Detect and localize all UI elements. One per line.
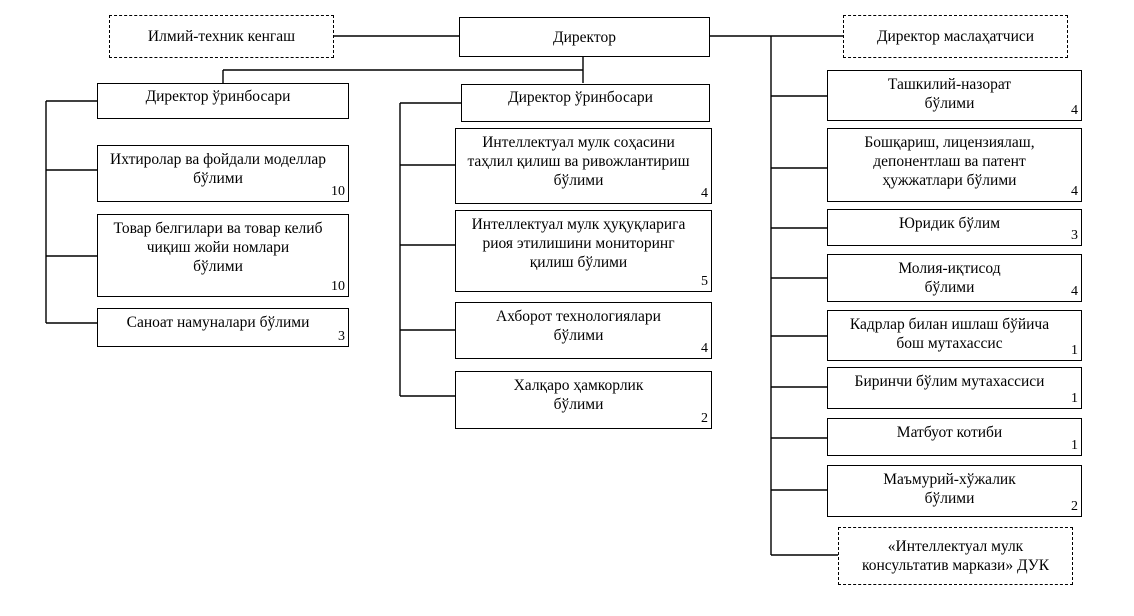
middle-unit-name: Халқаро ҳамкорлик бўлими <box>513 377 644 413</box>
left-unit-box: Товар белгилари ва товар келиб чиқиш жой… <box>97 214 349 297</box>
right-unit-name: Кадрлар билан ишлаш бўйича бош мутахасси… <box>849 316 1050 352</box>
right-unit-count: 1 <box>1071 391 1078 406</box>
middle-unit-box: Интеллектуал мулк соҳасини таҳлил қилиш … <box>455 128 712 204</box>
middle-unit-count: 2 <box>701 411 708 426</box>
middle-unit-count: 4 <box>701 341 708 356</box>
right-unit-box: Биринчи бўлим мутахассиси 1 <box>827 367 1082 409</box>
right-unit-count: 4 <box>1071 284 1078 299</box>
right-unit-count: 4 <box>1071 184 1078 199</box>
director-label: Директор <box>553 28 616 46</box>
right-unit-name: Биринчи бўлим мутахассиси <box>854 373 1045 390</box>
right-unit-name: Маъмурий-хўжалик бўлими <box>883 471 1016 507</box>
middle-unit-name: Ахборот технологиялари бўлими <box>496 308 661 344</box>
right-unit-box: Юридик бўлим 3 <box>827 209 1082 246</box>
middle-unit-name: Интеллектуал мулк ҳуқуқларига риоя этили… <box>471 216 686 271</box>
right-unit-box: Маъмурий-хўжалик бўлими 2 <box>827 465 1082 517</box>
right-unit-box: Матбуот котиби 1 <box>827 418 1082 456</box>
right-unit-name: Молия-иқтисод бўлими <box>898 260 1001 296</box>
right-unit-count: 1 <box>1071 438 1078 453</box>
middle-deputy-label: Директор ўринбосари <box>508 89 653 106</box>
right-unit-name: Ташкилий-назорат бўлими <box>887 76 1012 112</box>
right-unit-name: Матбуот котиби <box>896 424 1003 441</box>
right-unit-box: Ташкилий-назорат бўлими 4 <box>827 70 1082 121</box>
right-unit-count: 4 <box>1071 103 1078 118</box>
left-unit-name: Саноат намуналари бўлими <box>126 314 310 331</box>
middle-unit-box: Интеллектуал мулк ҳуқуқларига риоя этили… <box>455 210 712 292</box>
middle-unit-box: Халқаро ҳамкорлик бўлими 2 <box>455 371 712 429</box>
middle-deputy-box: Директор ўринбосари <box>461 84 710 122</box>
director-box: Директор <box>459 17 710 57</box>
right-unit-box: Бошқариш, лицензиялаш, депонентлаш ва па… <box>827 128 1082 202</box>
science-council-box: Илмий-техник кенгаш <box>109 15 334 58</box>
left-unit-name: Ихтиролар ва фойдали моделлар бўлими <box>110 151 326 187</box>
middle-unit-count: 5 <box>701 274 708 289</box>
science-council-label: Илмий-техник кенгаш <box>147 28 296 45</box>
left-unit-count: 10 <box>331 279 345 294</box>
right-unit-box: Кадрлар билан ишлаш бўйича бош мутахасси… <box>827 310 1082 361</box>
right-unit-count: 1 <box>1071 343 1078 358</box>
middle-unit-count: 4 <box>701 186 708 201</box>
left-unit-count: 3 <box>338 329 345 344</box>
right-unit-name: Юридик бўлим <box>898 215 1001 232</box>
left-unit-box: Саноат намуналари бўлими 3 <box>97 308 349 347</box>
left-unit-name: Товар белгилари ва товар келиб чиқиш жой… <box>113 220 323 275</box>
right-unit-name: Бошқариш, лицензиялаш, депонентлаш ва па… <box>864 134 1035 189</box>
left-deputy-box: Директор ўринбосари <box>97 83 349 119</box>
right-unit-box: Молия-иқтисод бўлими 4 <box>827 254 1082 302</box>
left-unit-box: Ихтиролар ва фойдали моделлар бўлими 10 <box>97 145 349 202</box>
advisor-label: Директор маслаҳатчиси <box>876 28 1035 45</box>
consulting-center-box: «Интеллектуал мулк консультатив маркази»… <box>838 527 1073 585</box>
left-deputy-label: Директор ўринбосари <box>145 88 291 105</box>
advisor-box: Директор маслаҳатчиси <box>843 15 1068 58</box>
right-unit-count: 3 <box>1071 228 1078 243</box>
middle-unit-box: Ахборот технологиялари бўлими 4 <box>455 302 712 359</box>
middle-unit-name: Интеллектуал мулк соҳасини таҳлил қилиш … <box>467 134 690 189</box>
left-unit-count: 10 <box>331 184 345 199</box>
right-unit-count: 2 <box>1071 499 1078 514</box>
consulting-center-label: «Интеллектуал мулк консультатив маркази»… <box>861 538 1050 574</box>
